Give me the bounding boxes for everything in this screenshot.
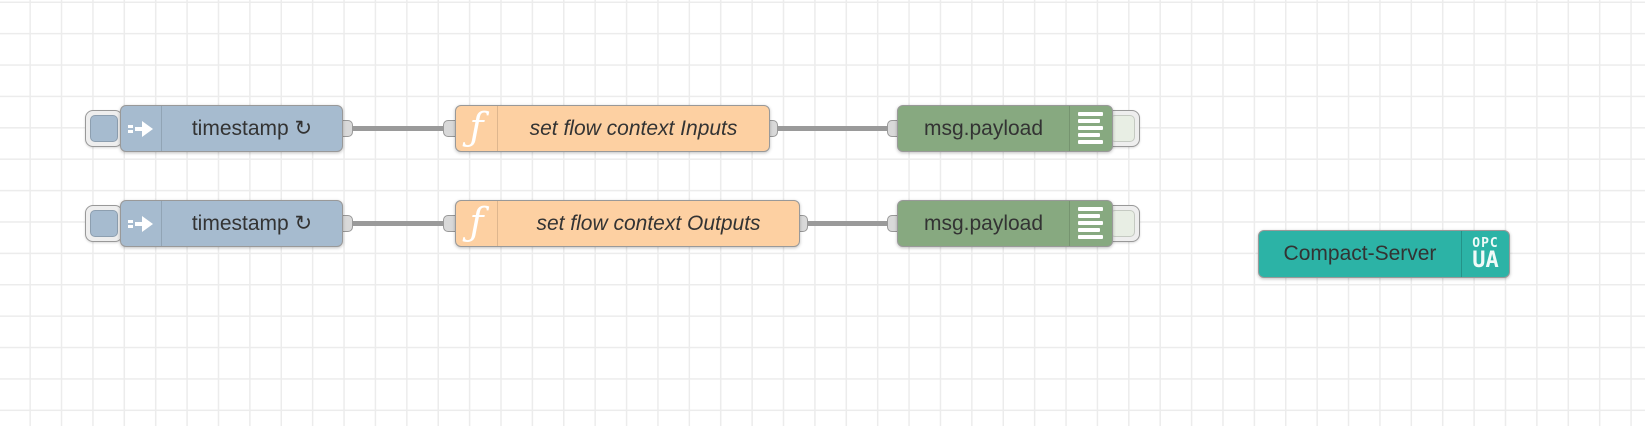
debug-node[interactable]: msg.payload [897, 200, 1113, 247]
node-label: Compact-Server [1283, 242, 1437, 265]
inject-node[interactable]: timestamp ↻ [120, 105, 343, 152]
function-icon: ƒ [456, 201, 498, 246]
node-label: msg.payload [923, 211, 1044, 235]
wire[interactable] [800, 221, 896, 226]
inject-button-inner [90, 210, 118, 237]
node-label: timestamp ↻ [191, 117, 313, 140]
opcua-server-node[interactable]: Compact-Server OPC UA [1258, 230, 1510, 278]
wire[interactable] [344, 221, 452, 226]
node-label: set flow context Outputs [536, 211, 761, 235]
opcua-logo-line2: UA [1472, 248, 1499, 273]
inject-button-inner [90, 115, 118, 142]
inject-arrow-icon [121, 201, 162, 246]
inject-node[interactable]: timestamp ↻ [120, 200, 343, 247]
inject-arrow-icon [121, 106, 162, 151]
function-node[interactable]: ƒ set flow context Outputs [455, 200, 800, 247]
debug-list-icon [1069, 201, 1112, 246]
inject-button[interactable] [85, 110, 123, 147]
wire[interactable] [344, 126, 452, 131]
function-icon: ƒ [456, 106, 498, 151]
node-label: msg.payload [923, 116, 1044, 140]
debug-list-icon [1069, 106, 1112, 151]
function-glyph: ƒ [469, 104, 484, 149]
function-glyph: ƒ [469, 199, 484, 244]
debug-toggle-inner [1110, 115, 1135, 142]
debug-node[interactable]: msg.payload [897, 105, 1113, 152]
node-label: timestamp ↻ [191, 212, 313, 235]
inject-button[interactable] [85, 205, 123, 242]
debug-toggle-inner [1110, 210, 1135, 237]
opcua-logo-line1: OPC [1472, 236, 1499, 251]
wire[interactable] [770, 126, 896, 131]
opcua-logo-icon: OPC UA [1461, 231, 1509, 277]
node-label: set flow context Inputs [529, 116, 738, 140]
function-node[interactable]: ƒ set flow context Inputs [455, 105, 770, 152]
